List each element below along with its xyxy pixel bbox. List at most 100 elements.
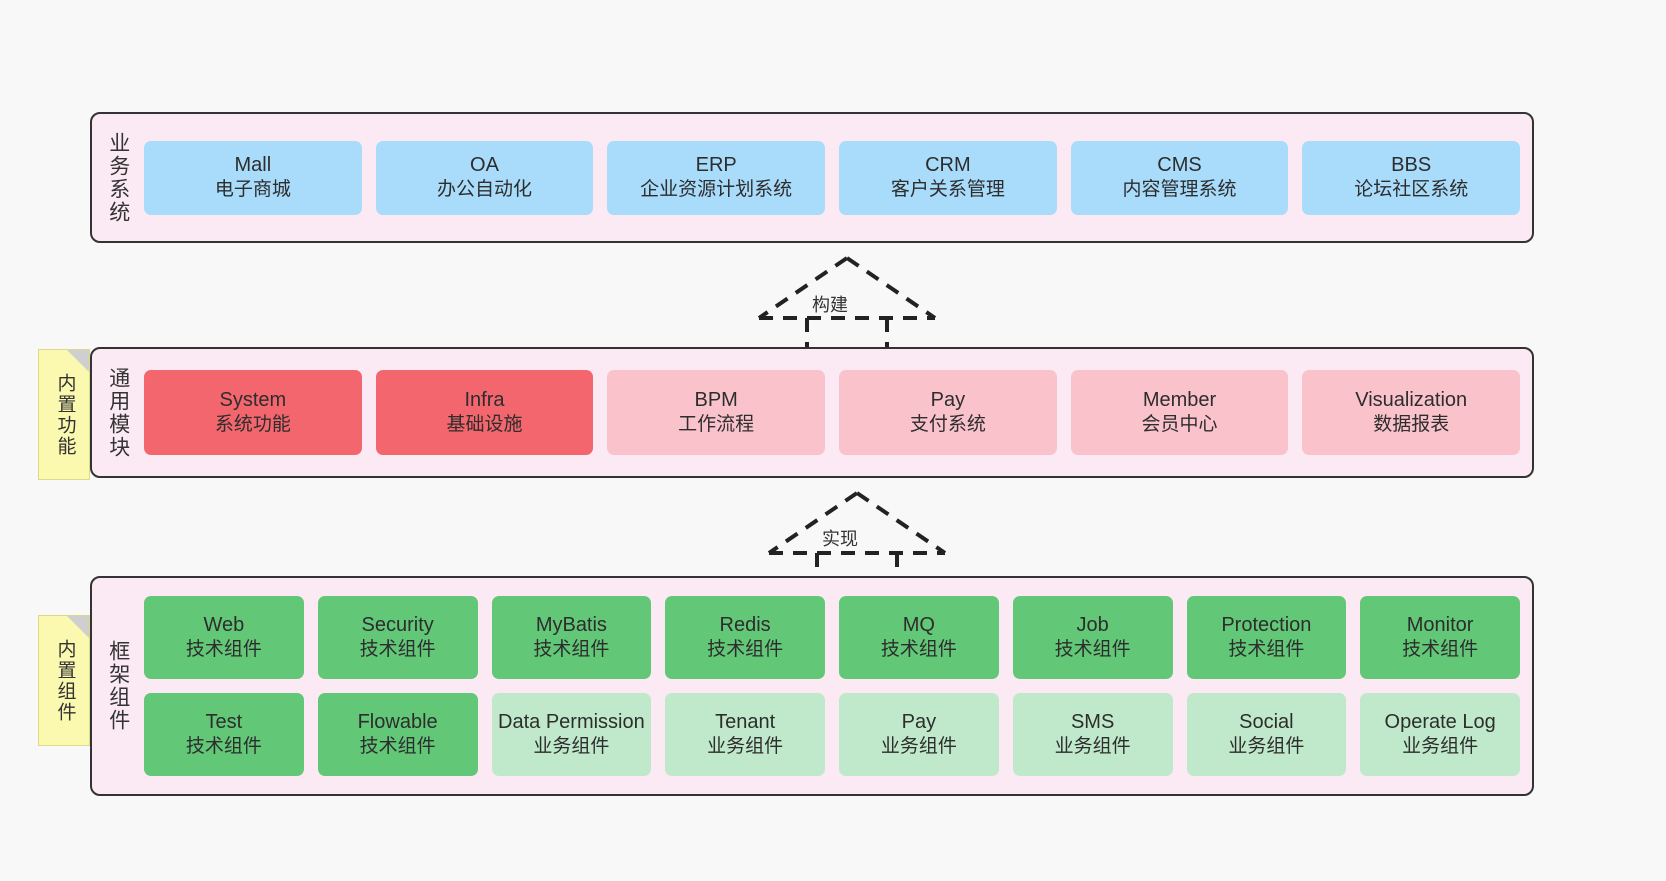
node-subtitle: 技术组件 [707, 639, 784, 661]
node-title: BBS [1391, 154, 1432, 177]
node-title: Mall [234, 154, 272, 177]
layer-body-common: System 系统功能 Infra 基础设施 BPM 工作流程 Pay 支付系统… [144, 349, 1532, 476]
node-visualization[interactable]: Visualization 数据报表 [1302, 370, 1521, 455]
node-social[interactable]: Social 业务组件 [1186, 693, 1347, 776]
layer-row: System 系统功能 Infra 基础设施 BPM 工作流程 Pay 支付系统… [144, 370, 1521, 455]
node-web[interactable]: Web 技术组件 [144, 596, 304, 679]
node-redis[interactable]: Redis 技术组件 [665, 596, 825, 679]
node-data-permission[interactable]: Data Permission 业务组件 [491, 693, 652, 776]
node-tenant[interactable]: Tenant 业务组件 [665, 693, 825, 776]
node-subtitle: 支付系统 [909, 414, 986, 436]
node-cms[interactable]: CMS 内容管理系统 [1070, 140, 1289, 215]
node-subtitle: 企业资源计划系统 [640, 179, 793, 201]
node-title: CMS [1157, 154, 1202, 177]
node-subtitle: 业务组件 [707, 736, 784, 758]
note-label: 内置功能 [54, 372, 76, 457]
node-title: SMS [1070, 711, 1115, 734]
node-title: Member [1142, 389, 1217, 412]
node-crm[interactable]: CRM 客户关系管理 [839, 140, 1057, 215]
layer-body-framework: Web 技术组件 Security 技术组件 MyBatis 技术组件 Redi… [144, 578, 1532, 794]
node-protection[interactable]: Protection 技术组件 [1186, 596, 1347, 679]
node-title: Data Permission [498, 711, 645, 734]
layer-body-business: Mall 电子商城 OA 办公自动化 ERP 企业资源计划系统 CRM 客户关系… [144, 114, 1532, 241]
node-flowable[interactable]: Flowable 技术组件 [317, 693, 478, 776]
node-subtitle: 技术组件 [185, 736, 262, 758]
node-title: Visualization [1355, 389, 1468, 412]
node-operate-log[interactable]: Operate Log 业务组件 [1360, 693, 1520, 776]
layer-business-systems: 业务系统 Mall 电子商城 OA 办公自动化 ERP 企业资源计划系统 CRM… [90, 112, 1534, 243]
node-bpm[interactable]: BPM 工作流程 [607, 370, 826, 455]
node-title: Web [203, 614, 245, 637]
node-subtitle: 系统功能 [214, 414, 291, 436]
node-subtitle: 业务组件 [1054, 736, 1131, 758]
node-title: ERP [695, 154, 737, 177]
note-builtin-components: 内置组件 [38, 615, 90, 746]
node-subtitle: 业务组件 [880, 736, 957, 758]
node-subtitle: 论坛社区系统 [1354, 179, 1469, 201]
node-sms[interactable]: SMS 业务组件 [1012, 693, 1173, 776]
node-bbs[interactable]: BBS 论坛社区系统 [1302, 140, 1521, 215]
node-subtitle: 技术组件 [185, 639, 262, 661]
node-subtitle: 技术组件 [1228, 639, 1305, 661]
node-oa[interactable]: OA 办公自动化 [375, 140, 594, 215]
layer-label-business: 业务系统 [106, 131, 130, 224]
node-subtitle: 业务组件 [1402, 736, 1479, 758]
node-job[interactable]: Job 技术组件 [1012, 596, 1173, 679]
arrow-build-label: 构建 [812, 295, 848, 315]
node-member[interactable]: Member 会员中心 [1070, 370, 1289, 455]
node-subtitle: 内容管理系统 [1122, 179, 1237, 201]
node-title: MQ [902, 614, 935, 637]
layer-label-common: 通用模块 [106, 366, 130, 459]
arrow-implements-label: 实现 [822, 529, 858, 549]
node-title: Tenant [715, 711, 776, 734]
node-erp[interactable]: ERP 企业资源计划系统 [607, 140, 826, 215]
layer-label-framework: 框架组件 [106, 640, 130, 732]
node-title: Operate Log [1384, 711, 1496, 734]
layer-common-modules: 通用模块 System 系统功能 Infra 基础设施 BPM 工作流程 Pay… [90, 347, 1534, 478]
node-title: System [219, 389, 287, 412]
node-subtitle: 业务组件 [533, 736, 610, 758]
node-title: MyBatis [535, 614, 607, 637]
node-title: Security [361, 614, 434, 637]
node-subtitle: 业务组件 [1228, 736, 1305, 758]
node-title: Pay [901, 711, 937, 734]
node-subtitle: 技术组件 [359, 736, 436, 758]
node-title: Protection [1221, 614, 1312, 637]
node-subtitle: 基础设施 [446, 414, 523, 436]
note-label: 内置组件 [54, 638, 76, 723]
layer-row: Test 技术组件 Flowable 技术组件 Data Permission … [144, 693, 1520, 776]
node-test[interactable]: Test 技术组件 [144, 693, 304, 776]
node-pay-component[interactable]: Pay 业务组件 [839, 693, 999, 776]
node-subtitle: 办公自动化 [437, 179, 533, 201]
node-title: CRM [925, 154, 971, 177]
layer-framework-components: 框架组件 Web 技术组件 Security 技术组件 MyBatis 技术组件… [90, 576, 1534, 796]
layer-row: Web 技术组件 Security 技术组件 MyBatis 技术组件 Redi… [144, 596, 1520, 679]
node-title: Pay [930, 389, 966, 412]
node-monitor[interactable]: Monitor 技术组件 [1360, 596, 1520, 679]
node-title: Redis [719, 614, 771, 637]
node-title: Infra [464, 389, 505, 412]
node-mybatis[interactable]: MyBatis 技术组件 [491, 596, 652, 679]
node-title: Social [1239, 711, 1294, 734]
node-system[interactable]: System 系统功能 [144, 370, 362, 455]
node-title: OA [470, 154, 499, 177]
node-subtitle: 客户关系管理 [890, 179, 1005, 201]
node-security[interactable]: Security 技术组件 [317, 596, 478, 679]
node-subtitle: 工作流程 [678, 414, 755, 436]
node-infra[interactable]: Infra 基础设施 [375, 370, 594, 455]
node-title: Job [1076, 614, 1109, 637]
note-fold-icon [67, 350, 89, 372]
node-title: Test [205, 711, 243, 734]
node-subtitle: 技术组件 [359, 639, 436, 661]
node-pay[interactable]: Pay 支付系统 [839, 370, 1057, 455]
node-mall[interactable]: Mall 电子商城 [144, 140, 362, 215]
node-subtitle: 电子商城 [214, 179, 291, 201]
node-title: BPM [694, 389, 738, 412]
node-title: Flowable [357, 711, 438, 734]
node-subtitle: 技术组件 [1054, 639, 1131, 661]
note-fold-icon [67, 616, 89, 638]
node-subtitle: 技术组件 [880, 639, 957, 661]
node-mq[interactable]: MQ 技术组件 [839, 596, 999, 679]
node-subtitle: 技术组件 [533, 639, 610, 661]
